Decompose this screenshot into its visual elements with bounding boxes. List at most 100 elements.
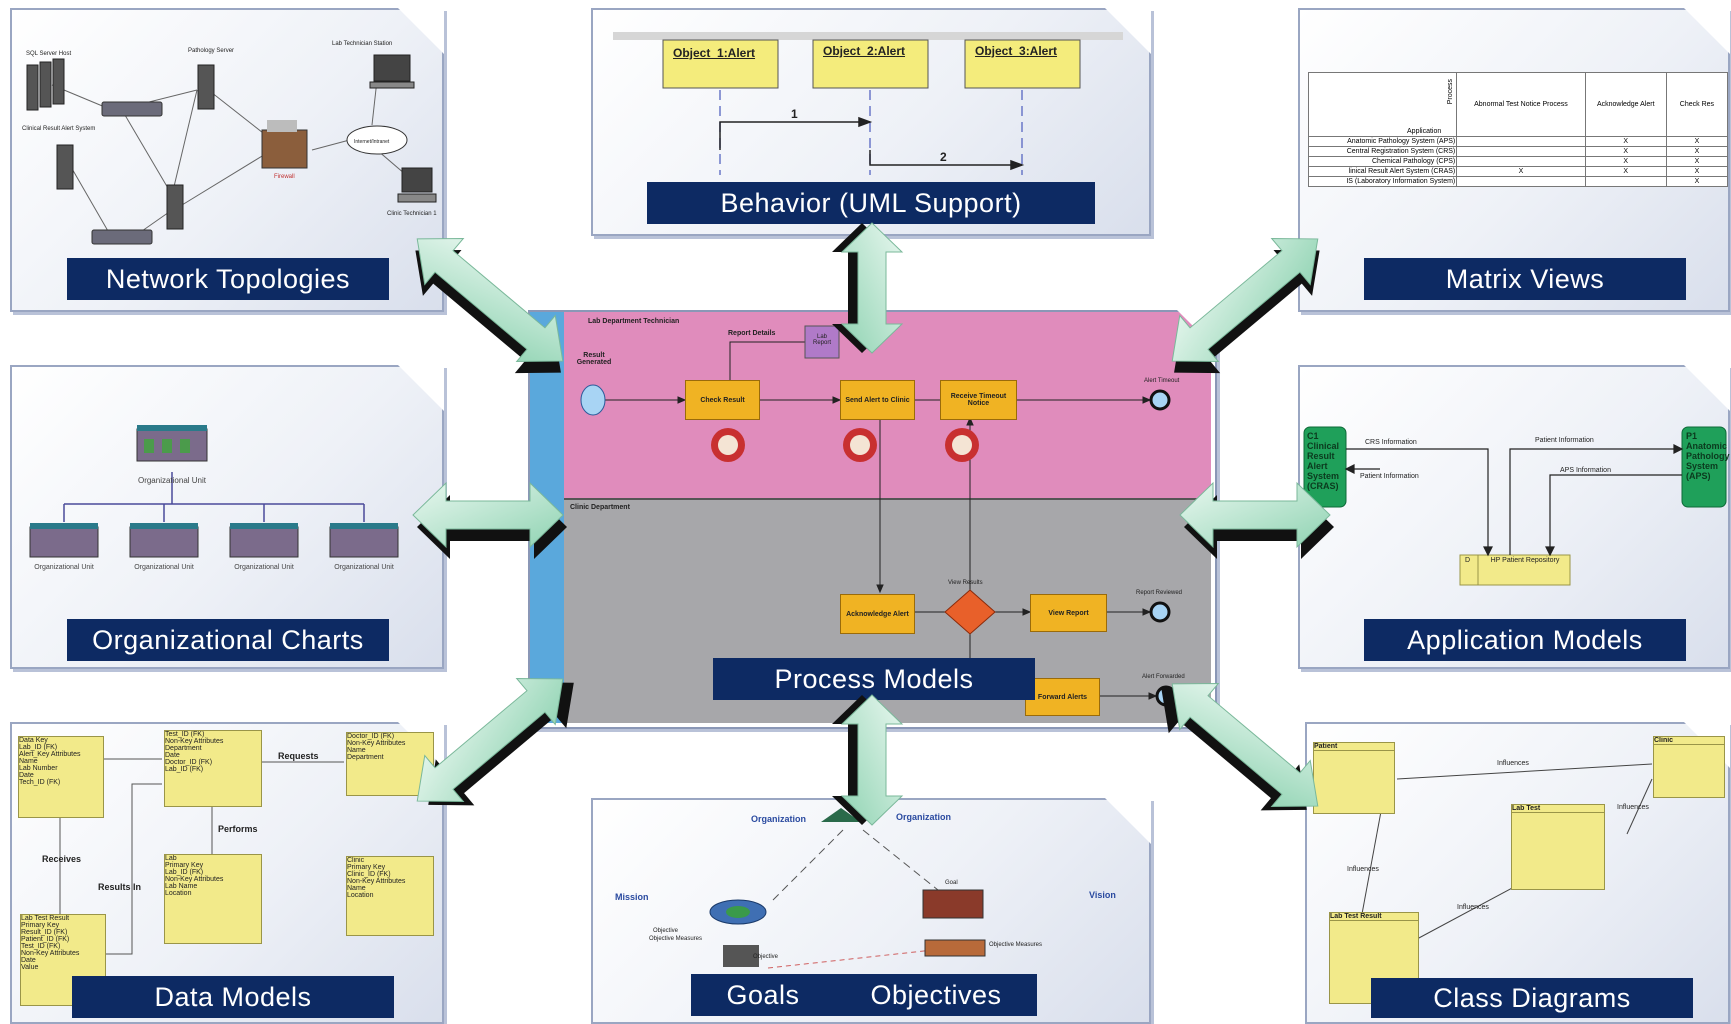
net-label-5: Internet/Intranet — [354, 139, 390, 145]
matrix-table: Process Application Abnormal Test Notice… — [1307, 72, 1729, 187]
matrix-cell: X — [1665, 176, 1729, 187]
building-icon — [29, 523, 399, 558]
er-attr: Department — [165, 745, 202, 752]
page-fold — [1105, 8, 1151, 54]
net-label-3: Clinical Result Alert System — [22, 126, 95, 132]
goals-label: Objective — [753, 954, 779, 960]
er-attr: Location — [165, 890, 192, 897]
er-attr: Non-Key Attributes — [347, 878, 406, 885]
page-fold — [1684, 8, 1730, 54]
network-caption: Network Topologies — [67, 258, 389, 300]
network-diagram: SQL Server Host Pathology Server Lab Tec… — [22, 41, 437, 245]
class-caption: Class Diagrams — [1371, 978, 1693, 1018]
matrix-cell: X — [1584, 146, 1667, 157]
matrix-cell — [1456, 146, 1586, 157]
lane-2-label: Clinic Department — [570, 504, 630, 511]
app-flow-label: Patient Information — [1535, 437, 1594, 444]
matrix-col-header: Acknowledge Alert — [1584, 72, 1667, 137]
goals-label: Vision — [1089, 890, 1116, 900]
goals-panel: Organization Organization Mission Vision… — [591, 798, 1151, 1024]
matrix-row-name: linical Result Alert System (CRAS) — [1307, 166, 1458, 177]
matrix-cell — [1584, 176, 1667, 187]
er-attr: Patient_ID (FK) — [21, 936, 70, 943]
task-view-report: View Report — [1030, 594, 1107, 632]
matrix-cell: X — [1584, 136, 1667, 147]
sequence-diagram — [613, 32, 1123, 175]
matrix-cell — [1456, 136, 1586, 147]
cloud-icon — [346, 125, 408, 155]
uml-message-1: 1 — [791, 107, 798, 121]
class-box: Lab Test — [1511, 804, 1605, 890]
matrix-row: Anatomic Pathology System (APS) X X — [1307, 136, 1729, 147]
end-label: Alert Forwarded — [1142, 674, 1185, 680]
er-attr: Date — [21, 957, 36, 964]
org-chart: Organizational Unit Organizational Unit … — [29, 425, 399, 571]
class-assoc-label: Influences — [1497, 760, 1529, 767]
matrix-cell — [1456, 176, 1586, 187]
er-attr: Lab Name — [165, 883, 198, 890]
er-attr: Date — [165, 752, 180, 759]
er-attr: Primary Key — [347, 864, 386, 871]
org-top-unit: Organizational Unit — [138, 476, 207, 485]
matrix-row-name: Anatomic Pathology System (APS) — [1307, 136, 1458, 147]
er-attr: Non-Key Attributes — [347, 740, 406, 747]
er-attr: Name — [347, 747, 366, 754]
matrix-row-name: IS (Laboratory Information System) — [1307, 176, 1458, 187]
er-attr: Lab — [165, 855, 177, 862]
goals-label: Objective — [653, 928, 679, 934]
er-attr: Non-Key Attributes — [165, 876, 224, 883]
org-lines — [63, 472, 365, 522]
start-event — [580, 384, 606, 416]
server-icon — [26, 58, 215, 230]
app-right-box: P1 Anatomic Pathology System (APS) — [1686, 431, 1730, 481]
er-attr: Name — [347, 885, 366, 892]
start-label: Result Generated — [576, 352, 612, 366]
er-attr: Lab_ID (FK) — [19, 744, 58, 751]
matrix-row: Chemical Pathology (CPS) X X — [1307, 156, 1729, 167]
uml-object-3: Object_3:Alert — [975, 44, 1058, 58]
er-attr: Lab_ID (FK) — [165, 766, 204, 773]
er-relation: Results In — [98, 882, 142, 892]
class-assoc-label: Influences — [1457, 904, 1489, 911]
matrix-col-header: Check Res — [1665, 72, 1729, 137]
matrix-corner-row: Application — [1407, 128, 1442, 135]
class-name: Clinic — [1654, 737, 1724, 745]
uml-object-1: Object_1:Alert — [673, 46, 756, 60]
matrix-row: Central Registration System (CRS) X X — [1307, 146, 1729, 157]
matrix-panel: Process Application Abnormal Test Notice… — [1298, 8, 1730, 312]
firewall-icon — [261, 120, 308, 169]
matrix-cell: X — [1584, 166, 1667, 177]
er-attr: Alert_Key Attributes — [19, 751, 81, 758]
er-attr: Test_ID (FK) — [21, 943, 61, 950]
gauge-icon — [711, 428, 979, 462]
er-attr: Clinic_ID (FK) — [347, 871, 391, 878]
matrix-cell: X — [1665, 136, 1729, 147]
app-flow-label: Patient Information — [1360, 473, 1419, 480]
process-caption: Process Models — [713, 658, 1035, 700]
matrix-row: linical Result Alert System (CRAS) X X X — [1307, 166, 1729, 177]
net-label-6: Clinic Technician 1 — [387, 211, 437, 217]
behavior-caption: Behavior (UML Support) — [647, 182, 1095, 224]
org-unit: Organizational Unit — [234, 564, 294, 571]
task-send-alert: Send Alert to Clinic — [840, 380, 915, 420]
class-name: Lab Test Result — [1330, 913, 1418, 921]
building-icon — [136, 425, 208, 462]
net-label-1: Pathology Server — [188, 48, 234, 54]
switch-icon — [91, 101, 163, 245]
matrix-corner: Process Application — [1307, 72, 1458, 137]
er-attr: Location — [347, 892, 374, 899]
er-attr: Value — [21, 964, 39, 971]
class-box: Patient — [1313, 742, 1395, 814]
er-attr: Result_ID (FK) — [21, 929, 68, 936]
application-panel: C1 Clinical Result Alert System (CRAS) P… — [1298, 365, 1730, 669]
org-unit: Organizational Unit — [34, 564, 94, 571]
process-panel: Lab Department Technician Clinic Departm… — [528, 310, 1217, 729]
network-panel: SQL Server Host Pathology Server Lab Tec… — [10, 8, 444, 312]
uml-object-2: Object_2:Alert — [823, 44, 906, 58]
end-label: Alert Timeout — [1144, 378, 1180, 384]
matrix-cell — [1456, 156, 1586, 167]
gateway-label: View Results — [948, 580, 983, 586]
net-label-0: SQL Server Host — [26, 51, 71, 57]
uml-message-2: 2 — [940, 150, 947, 164]
